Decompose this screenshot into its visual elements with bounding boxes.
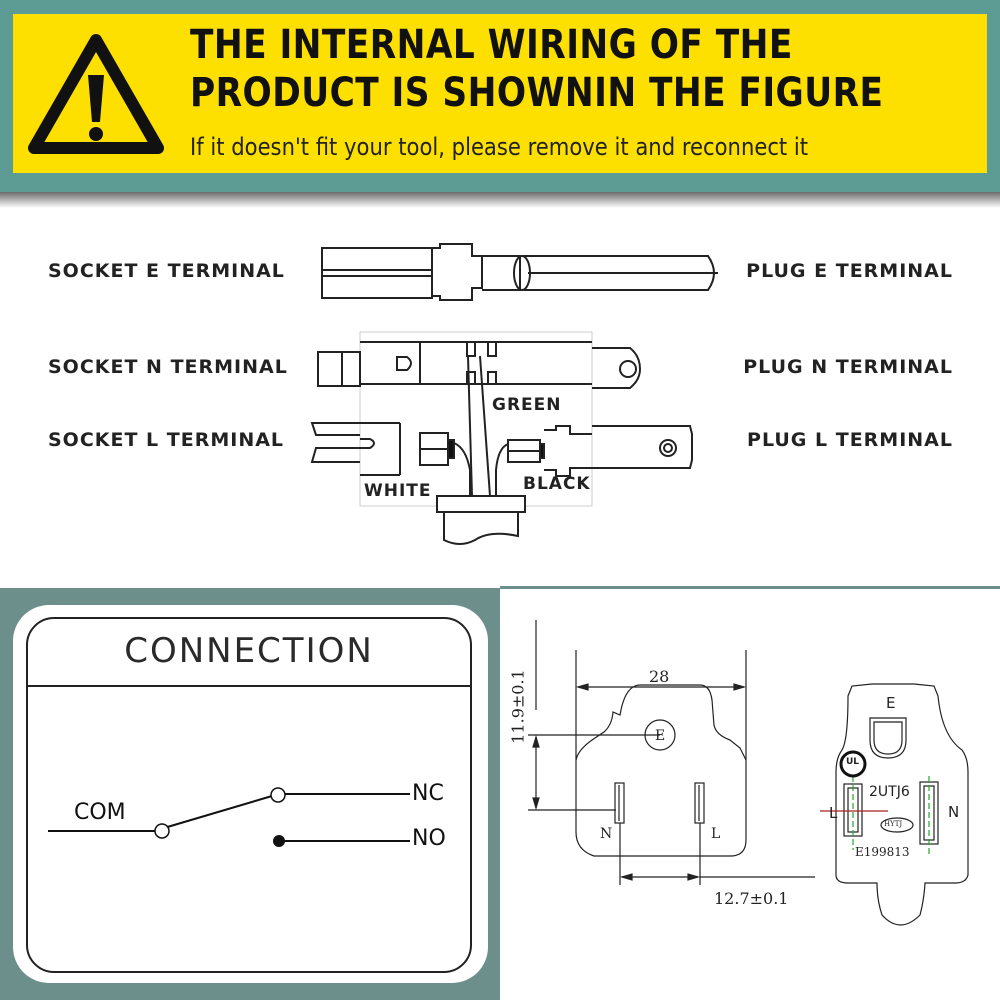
com-label: COM: [74, 800, 126, 825]
dimension-drawing: [528, 620, 969, 926]
section-divider: [500, 586, 1000, 589]
switch-diagram: [48, 787, 410, 847]
nc-contact: [270, 787, 286, 803]
width-dimension: 28: [649, 667, 670, 686]
socket-e-terminal-label: SOCKET E TERMINAL: [48, 260, 285, 282]
internal-wiring-diagram: [310, 243, 718, 545]
plug-brand-label: HYTJ: [884, 820, 903, 828]
socket-n-terminal-label: SOCKET N TERMINAL: [48, 356, 288, 378]
green-wire-label: GREEN: [492, 395, 562, 415]
plug-n-terminal-label: PLUG N TERMINAL: [743, 356, 953, 378]
plug-model-label: 2UTJ6: [869, 784, 910, 800]
ul-logo-icon: UL: [846, 757, 860, 767]
com-contact: [154, 823, 170, 839]
black-wire-label: BLACK: [523, 474, 591, 494]
connection-panel: CONNECTION COM NC NO: [0, 588, 500, 1000]
plug-e-terminal-label: PLUG E TERMINAL: [746, 260, 953, 282]
l-terminal-drawing: [310, 422, 693, 477]
pin-spacing-dimension: 12.7±0.1: [714, 889, 789, 908]
plug-e-label: E: [886, 694, 896, 712]
connection-card-header: CONNECTION: [28, 619, 470, 687]
white-wire-label: WHITE: [364, 481, 432, 501]
banner-title-line-1: THE INTERNAL WIRING OF THE: [190, 22, 793, 68]
plug-n-label: N: [948, 803, 960, 821]
banner-title-line-2: PRODUCT IS SHOWNIN THE FIGURE: [190, 70, 884, 116]
nc-label: NC: [412, 781, 444, 806]
no-label: NO: [412, 826, 446, 851]
banner-subtitle: If it doesn't fit your tool, please remo…: [190, 133, 809, 161]
e-terminal-drawing: [321, 243, 718, 301]
warning-triangle-icon: [28, 34, 164, 154]
vertical-dimension: 11.9±0.1: [508, 669, 528, 744]
socket-l-label: L: [711, 826, 721, 842]
plug-l-label: L: [829, 804, 838, 822]
socket-face-drawing: [528, 620, 815, 885]
connection-card-frame: CONNECTION: [26, 617, 472, 973]
banner-shadow: [0, 192, 1000, 208]
no-contact: [273, 835, 285, 847]
n-terminal-drawing: [317, 341, 642, 389]
warning-banner: [13, 14, 987, 173]
switch-arm: [163, 795, 273, 829]
plug-face-drawing: [820, 683, 969, 926]
plug-l-terminal-label: PLUG L TERMINAL: [747, 429, 953, 451]
wires-drawing: [453, 355, 509, 497]
connection-title: CONNECTION: [124, 631, 374, 671]
plug-cert-label: E199813: [855, 845, 910, 859]
socket-n-label: N: [600, 826, 613, 842]
socket-l-terminal-label: SOCKET L TERMINAL: [48, 429, 285, 451]
socket-e-label: E: [655, 728, 666, 744]
